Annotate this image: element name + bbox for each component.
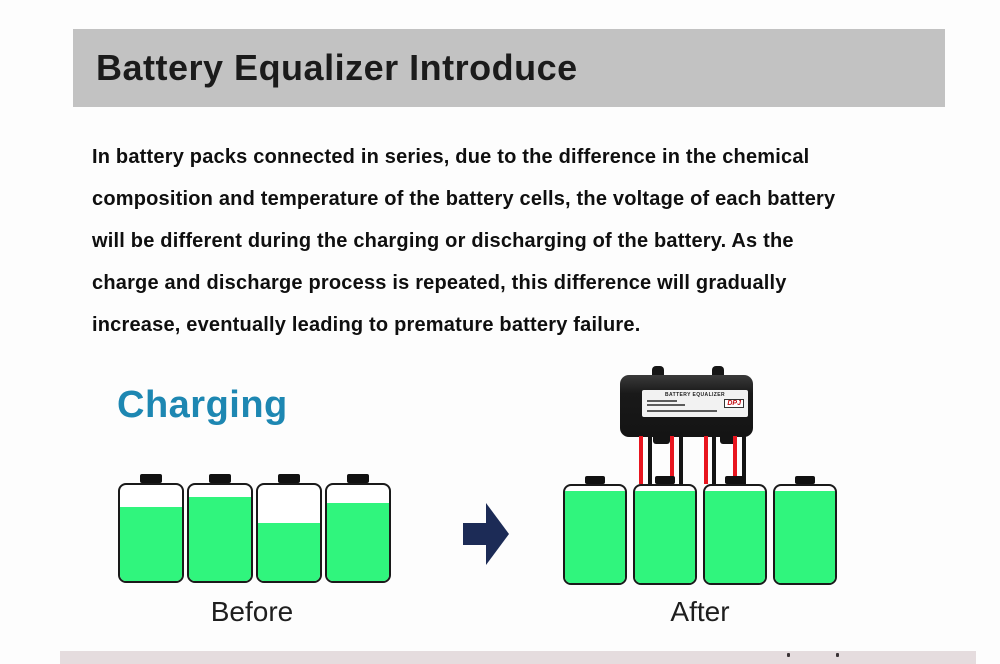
battery-charge-level	[635, 490, 695, 583]
battery-terminal	[347, 474, 369, 483]
intro-line: increase, eventually leading to prematur…	[92, 314, 641, 336]
device-label: BATTERY EQUALIZER DPJ	[642, 390, 748, 417]
battery-charge-level	[120, 507, 182, 581]
battery-terminal	[585, 476, 605, 484]
black-wire	[679, 436, 683, 484]
battery-charge-level	[705, 490, 765, 583]
page-title: Battery Equalizer Introduce	[96, 47, 578, 88]
after-battery-2	[633, 484, 697, 585]
battery-charge-level	[775, 490, 835, 583]
intro-line: composition and temperature of the batte…	[92, 188, 836, 210]
battery-terminal	[655, 476, 675, 484]
label-fineprint-line	[647, 410, 717, 412]
black-wire	[742, 436, 746, 484]
intro-line: In battery packs connected in series, du…	[92, 146, 810, 168]
before-battery-1	[118, 483, 184, 583]
wire-connector-stub	[720, 434, 737, 444]
cut-off-text-dot	[836, 653, 839, 657]
intro-line: charge and discharge process is repeated…	[92, 272, 787, 294]
battery-terminal	[795, 476, 815, 484]
brand-logo: DPJ	[724, 399, 744, 408]
cut-off-text-dot	[787, 653, 790, 657]
right-arrow-icon	[463, 503, 509, 565]
before-battery-4	[325, 483, 391, 583]
battery-terminal	[278, 474, 300, 483]
red-wire	[639, 436, 643, 484]
charging-heading: Charging	[117, 384, 288, 426]
after-label: After	[670, 596, 730, 627]
device-label-title: BATTERY EQUALIZER	[664, 392, 726, 398]
wire-connector-stub	[653, 434, 670, 444]
section-header-bar: Battery Equalizer Introduce	[73, 29, 945, 107]
black-wire	[712, 436, 716, 484]
battery-terminal	[140, 474, 162, 483]
battery-terminal	[725, 476, 745, 484]
intro-paragraph: In battery packs connected in series, du…	[92, 136, 972, 346]
after-battery-3	[703, 484, 767, 585]
battery-charge-level	[258, 523, 320, 581]
after-battery-4	[773, 484, 837, 585]
before-battery-2	[187, 483, 253, 583]
battery-charge-level	[565, 490, 625, 583]
arrow-head	[486, 503, 509, 565]
red-wire	[670, 436, 674, 484]
intro-line: will be different during the charging or…	[92, 230, 794, 252]
battery-charge-level	[327, 503, 389, 581]
red-wire	[704, 436, 708, 484]
after-battery-1	[563, 484, 627, 585]
battery-charge-level	[189, 497, 251, 581]
arrow-shaft	[463, 523, 486, 545]
label-fineprint-line	[647, 400, 677, 402]
red-wire	[733, 436, 737, 484]
label-fineprint-line	[647, 404, 685, 406]
before-label: Before	[210, 596, 294, 627]
before-battery-3	[256, 483, 322, 583]
next-section-edge	[60, 651, 976, 664]
battery-terminal	[209, 474, 231, 483]
black-wire	[648, 436, 652, 484]
